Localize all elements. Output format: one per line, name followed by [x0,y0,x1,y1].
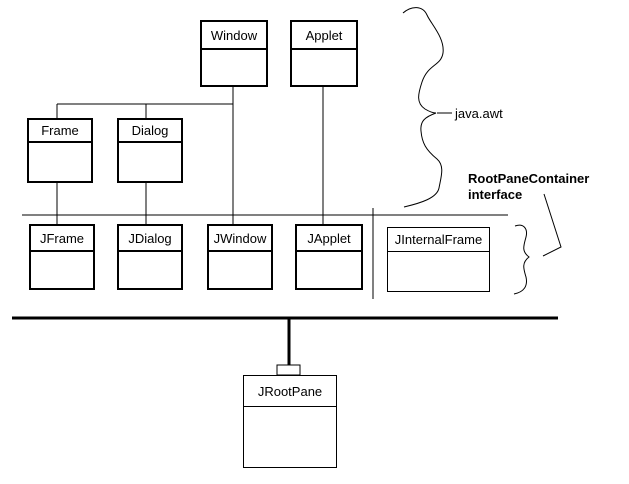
java-awt-brace [402,7,444,208]
class-box-window: Window [200,20,268,87]
rootpane-pointer-line [542,193,562,257]
class-title: Applet [292,22,356,50]
class-box-jframe: JFrame [29,224,95,290]
rootpanecontainer-label: RootPaneContainer [468,171,590,186]
class-box-frame: Frame [27,118,93,183]
class-title: JInternalFrame [388,228,489,252]
class-title: JFrame [31,226,93,252]
class-title: JApplet [297,226,361,252]
class-title: JRootPane [244,376,336,407]
class-title: Window [202,22,266,50]
rootpane-group-brace [513,224,530,295]
class-box-japplet: JApplet [295,224,363,290]
class-title: Frame [29,120,91,143]
class-title: JWindow [209,226,271,252]
interface-label: interface [468,187,523,202]
class-title: JDialog [119,226,181,252]
rootpane-plug-connector [276,364,301,376]
class-title: Dialog [119,120,181,143]
class-box-jrootpane: JRootPane [243,375,337,468]
class-box-jdialog: JDialog [117,224,183,290]
java-awt-label: java.awt [455,106,503,121]
class-box-jwindow: JWindow [207,224,273,290]
class-box-dialog: Dialog [117,118,183,183]
class-box-jinternalframe: JInternalFrame [387,227,490,292]
class-box-applet: Applet [290,20,358,87]
